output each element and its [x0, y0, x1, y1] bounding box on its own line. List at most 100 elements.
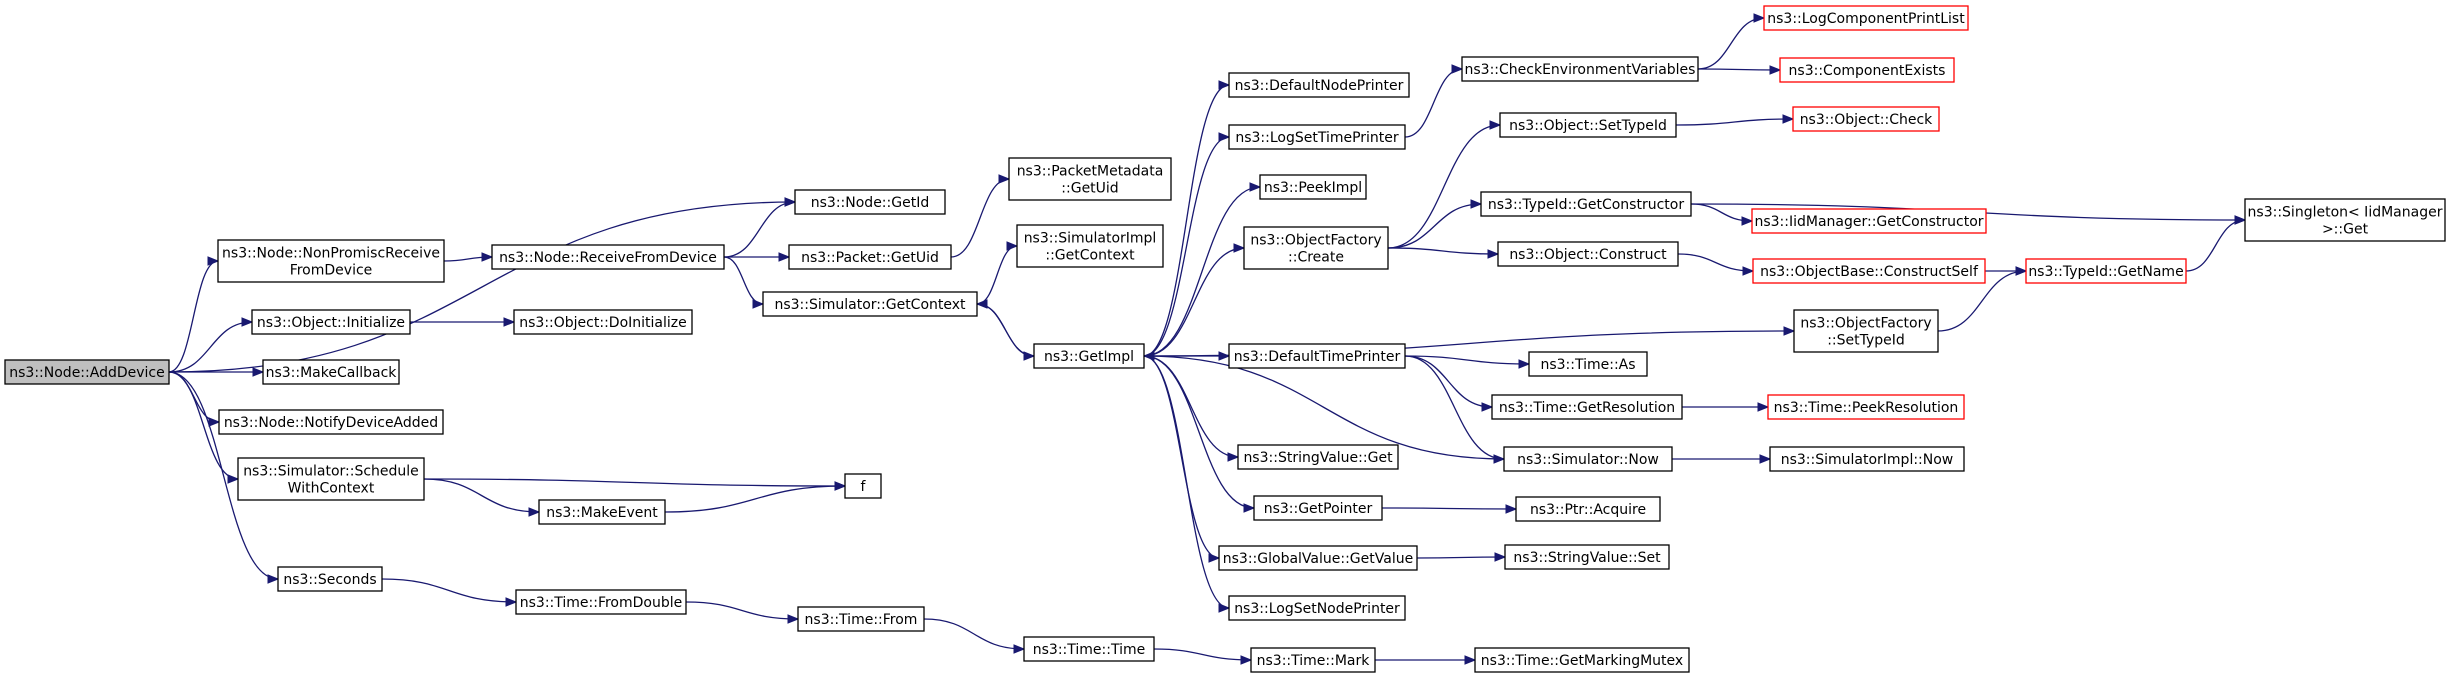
- node-objSetTypeId[interactable]: ns3::Object::SetTypeId: [1499, 112, 1677, 138]
- arrowhead-icon: [1518, 359, 1531, 369]
- node-box: [1016, 224, 1164, 268]
- node-logCompPrint[interactable]: ns3::LogComponentPrintList: [1763, 5, 1969, 31]
- node-label: ns3::Node::ReceiveFromDevice: [499, 250, 717, 266]
- edge-line: [423, 478, 846, 487]
- edge-defaultTimePrinter-to-simNow: [1404, 355, 1506, 464]
- edge-defaultTimePrinter-to-timeGetRes: [1404, 355, 1494, 412]
- node-timeFrom[interactable]: ns3::Time::From: [797, 606, 925, 632]
- edge-root-to-objInit: [168, 317, 254, 373]
- node-box: [1499, 112, 1677, 138]
- edge-line: [168, 201, 796, 373]
- node-simGetContext[interactable]: ns3::Simulator::GetContext: [762, 291, 978, 317]
- node-fromDouble[interactable]: ns3::Time::FromDouble: [515, 589, 687, 615]
- node-label: ns3::Time::GetMarkingMutex: [1481, 653, 1683, 669]
- node-timeTime[interactable]: ns3::Time::Time: [1023, 636, 1155, 662]
- node-label: ::SetTypeId: [1827, 333, 1905, 349]
- node-box: [788, 244, 952, 270]
- node-box: [1769, 446, 1965, 472]
- node-singletonGet[interactable]: ns3::Singleton< IidManager>::Get: [2244, 198, 2446, 242]
- node-getMarkingMutex[interactable]: ns3::Time::GetMarkingMutex: [1474, 647, 1690, 673]
- arrowhead-icon: [528, 507, 541, 517]
- node-timeAs[interactable]: ns3::Time::As: [1528, 351, 1648, 377]
- edge-line: [1697, 17, 1765, 70]
- edge-line: [1404, 355, 1530, 365]
- node-checkEnv[interactable]: ns3::CheckEnvironmentVariables: [1461, 56, 1699, 82]
- node-box: [237, 457, 425, 501]
- node-label: ns3::LogComponentPrintList: [1767, 11, 1965, 27]
- edge-line: [723, 201, 796, 258]
- node-objCheck[interactable]: ns3::Object::Check: [1792, 106, 1940, 132]
- node-timePeekRes[interactable]: ns3::Time::PeekResolution: [1767, 394, 1965, 420]
- edge-line: [168, 321, 253, 373]
- node-compExists[interactable]: ns3::ComponentExists: [1779, 57, 1955, 83]
- edge-timeFrom-to-timeTime: [923, 618, 1026, 654]
- node-seconds[interactable]: ns3::Seconds: [277, 566, 383, 592]
- arrowhead-icon: [778, 252, 791, 262]
- node-ptrAcquire[interactable]: ns3::Ptr::Acquire: [1515, 496, 1661, 522]
- node-globalValueGet[interactable]: ns3::GlobalValue::GetValue: [1218, 545, 1418, 571]
- node-simNow[interactable]: ns3::Simulator::Now: [1503, 446, 1673, 472]
- edge-line: [1143, 186, 1261, 357]
- node-box: [4, 359, 170, 385]
- node-label: ns3::Singleton< IidManager: [2248, 205, 2443, 221]
- node-typeIdGetName[interactable]: ns3::TypeId::GetName: [2025, 258, 2187, 284]
- arrowhead-icon: [227, 474, 240, 484]
- node-box: [1763, 5, 1969, 31]
- node-objFactorySetTypeId[interactable]: ns3::ObjectFactory::SetTypeId: [1793, 309, 1939, 353]
- arrowhead-icon: [1470, 199, 1483, 209]
- node-receiveFrom[interactable]: ns3::Node::ReceiveFromDevice: [491, 244, 725, 270]
- node-simImplGetContext[interactable]: ns3::SimulatorImpl::GetContext: [1016, 224, 1164, 268]
- arrowhead-icon: [1243, 503, 1256, 513]
- node-box: [1228, 595, 1406, 621]
- node-label: ns3::Time::As: [1540, 357, 1635, 373]
- node-label: ns3::StringValue::Get: [1243, 450, 1393, 466]
- node-makeCallback[interactable]: ns3::MakeCallback: [262, 359, 400, 385]
- edge-line: [1143, 84, 1230, 357]
- node-defaultTimePrinter[interactable]: ns3::DefaultTimePrinter: [1228, 343, 1406, 369]
- edge-line: [1387, 124, 1501, 249]
- edge-line: [1143, 355, 1230, 609]
- node-getPointer[interactable]: ns3::GetPointer: [1253, 495, 1383, 521]
- node-simImplNow[interactable]: ns3::SimulatorImpl::Now: [1769, 446, 1965, 472]
- node-f[interactable]: f: [844, 473, 882, 499]
- node-label: ns3::Object::DoInitialize: [519, 315, 686, 331]
- node-logSetTimePrinter[interactable]: ns3::LogSetTimePrinter: [1228, 124, 1406, 150]
- arrowhead-icon: [267, 574, 280, 584]
- node-objInit[interactable]: ns3::Object::Initialize: [251, 309, 411, 335]
- node-defaultNodePrinter[interactable]: ns3::DefaultNodePrinter: [1228, 72, 1410, 98]
- node-label: ns3::Time::FromDouble: [520, 595, 683, 611]
- edge-defaultTimePrinter-to-timeAs: [1404, 355, 1531, 369]
- node-peekImpl[interactable]: ns3::PeekImpl: [1259, 174, 1367, 200]
- node-box: [1751, 208, 1987, 234]
- node-nodeGetId[interactable]: ns3::Node::GetId: [794, 189, 946, 215]
- node-label: ns3::ObjectFactory: [1800, 316, 1931, 332]
- node-logSetNodePrinter[interactable]: ns3::LogSetNodePrinter: [1228, 595, 1406, 621]
- edge-seconds-to-fromDouble: [381, 578, 518, 607]
- node-objBaseConstructSelf[interactable]: ns3::ObjectBase::ConstructSelf: [1752, 258, 1986, 284]
- edge-globalValueGet-to-stringValueSet: [1416, 552, 1507, 562]
- node-objConstruct[interactable]: ns3::Object::Construct: [1497, 241, 1679, 267]
- edge-line: [685, 601, 799, 620]
- node-objDoInit[interactable]: ns3::Object::DoInitialize: [513, 309, 693, 335]
- node-stringValueSet[interactable]: ns3::StringValue::Set: [1504, 544, 1670, 570]
- node-pmGetUid[interactable]: ns3::PacketMetadata::GetUid: [1008, 157, 1172, 201]
- node-timeMark[interactable]: ns3::Time::Mark: [1250, 647, 1376, 673]
- edge-line: [1675, 118, 1794, 126]
- node-label: ns3::Object::Initialize: [257, 315, 405, 331]
- node-packetGetUid[interactable]: ns3::Packet::GetUid: [788, 244, 952, 270]
- node-iidGetCtor[interactable]: ns3::IidManager::GetConstructor: [1751, 208, 1987, 234]
- node-getImpl[interactable]: ns3::GetImpl: [1033, 343, 1145, 369]
- node-objFactoryCreate[interactable]: ns3::ObjectFactory::Create: [1243, 226, 1389, 270]
- node-timeGetRes[interactable]: ns3::Time::GetResolution: [1491, 394, 1683, 420]
- node-root[interactable]: ns3::Node::AddDevice: [4, 359, 170, 385]
- node-makeEvent[interactable]: ns3::MakeEvent: [538, 499, 666, 525]
- node-notifyDevice[interactable]: ns3::Node::NotifyDeviceAdded: [218, 409, 444, 435]
- edge-line: [1404, 68, 1463, 138]
- node-stringValueGet[interactable]: ns3::StringValue::Get: [1237, 444, 1399, 470]
- node-box: [1008, 157, 1172, 201]
- node-typeIdGetCtor[interactable]: ns3::TypeId::GetConstructor: [1480, 191, 1692, 217]
- arrowhead-icon: [1782, 114, 1795, 124]
- node-box: [1767, 394, 1965, 420]
